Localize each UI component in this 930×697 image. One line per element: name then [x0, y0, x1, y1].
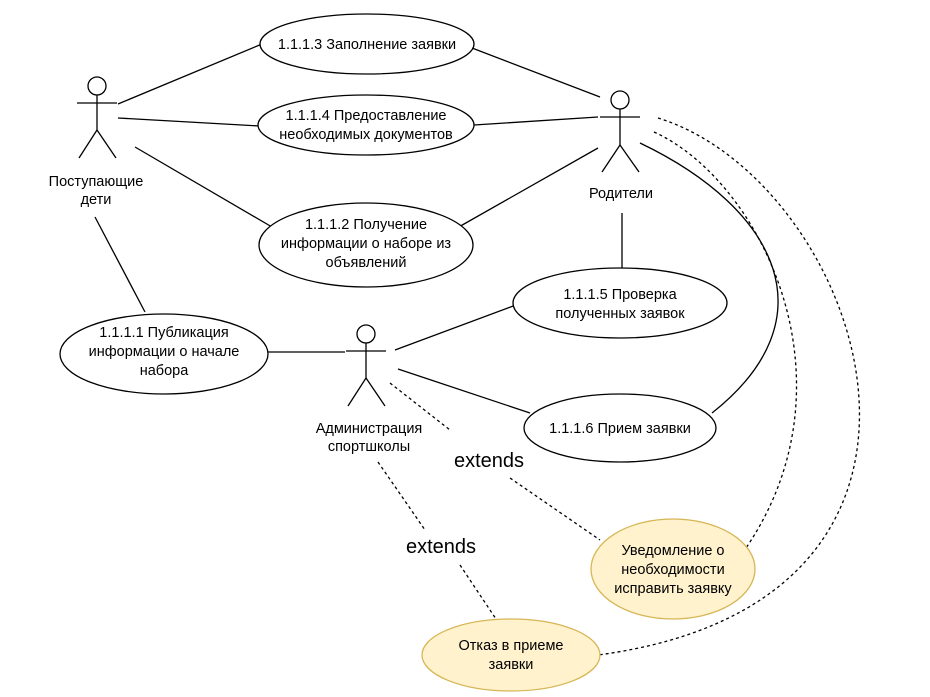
actor-left-leg — [78, 129, 98, 159]
use-case-ellipse — [59, 313, 269, 395]
actor-head — [610, 90, 630, 110]
use-case-label-1: Отказ в приеме — [458, 638, 563, 654]
use-case-label: 1.1.1.3 Заполнение заявки — [278, 37, 456, 53]
extend-admin-reject-2 — [459, 564, 499, 623]
extend-relations — [377, 117, 861, 656]
assoc-applicants-uc1113 — [117, 43, 263, 105]
assoc-parents-uc1114 — [473, 116, 599, 126]
use-case-label: 1.1.1.6 Прием заявки — [549, 421, 691, 437]
extends-label-notify: extends — [454, 450, 524, 472]
use-case-1-1-1-4[interactable]: 1.1.1.4 Предоставление необходимых докум… — [257, 94, 475, 156]
assoc-parents-uc1116 — [639, 142, 779, 414]
assoc-applicants-uc1114 — [117, 117, 261, 127]
use-case-1-1-1-2[interactable]: 1.1.1.2 Получение информации о наборе из… — [258, 202, 474, 288]
use-case-reject-application[interactable]: Отказ в приеме заявки — [421, 618, 601, 692]
assoc-applicants-uc1111 — [94, 216, 146, 313]
actor-administration-label-1: Администрация — [316, 421, 423, 437]
assoc-parents-uc1112 — [456, 147, 599, 229]
dashed-parents-reject — [597, 117, 861, 656]
dashed-parents-notify — [653, 131, 798, 549]
use-case-ellipse — [512, 267, 728, 339]
actor-administration-label-2: спортшколы — [328, 439, 410, 455]
use-case-1-1-1-6[interactable]: 1.1.1.6 Прием заявки — [523, 393, 717, 463]
actor-applicants-label-1: Поступающие — [49, 174, 144, 190]
use-case-label-2: полученных заявок — [555, 306, 685, 322]
extend-admin-reject — [377, 461, 426, 531]
use-case-ellipse — [523, 393, 717, 463]
actor-parents[interactable]: Родители — [589, 90, 653, 202]
actor-head — [356, 324, 376, 344]
extends-label-reject: extends — [406, 536, 476, 558]
use-case-label-2: информации о наборе из — [281, 236, 452, 252]
use-case-notify-fix-application[interactable]: Уведомление о необходимости исправить за… — [590, 518, 756, 620]
use-case-ellipse — [590, 518, 756, 620]
actor-parents-label: Родители — [589, 186, 653, 202]
use-case-label-3: набора — [140, 363, 190, 379]
actor-administration[interactable]: Администрация спортшколы — [316, 324, 423, 455]
use-case-label-1: Уведомление о — [622, 543, 725, 559]
use-case-ellipse — [258, 202, 474, 288]
use-case-ellipse — [257, 94, 475, 156]
actor-right-leg — [96, 129, 117, 159]
actor-right-leg — [365, 377, 386, 407]
use-case-label-2: заявки — [489, 657, 534, 673]
actor-head — [87, 76, 107, 96]
use-case-label-2: необходимости — [621, 562, 724, 578]
use-case-label-3: исправить заявку — [614, 581, 732, 597]
use-case-label-3: объявлений — [326, 255, 407, 271]
assoc-admin-uc1115 — [394, 304, 517, 351]
use-case-1-1-1-5[interactable]: 1.1.1.5 Проверка полученных заявок — [512, 267, 728, 339]
actor-left-leg — [347, 377, 367, 407]
extend-admin-notify — [389, 382, 451, 431]
extend-admin-notify-2 — [509, 477, 601, 541]
use-case-1-1-1-3[interactable]: 1.1.1.3 Заполнение заявки — [259, 13, 475, 75]
use-case-ellipse — [421, 618, 601, 692]
use-case-label-1: 1.1.1.4 Предоставление — [286, 108, 447, 124]
use-case-label-1: 1.1.1.1 Публикация — [99, 325, 228, 341]
use-case-label-2: необходимых документов — [279, 127, 453, 143]
actor-applicants-label-2: дети — [81, 192, 112, 208]
use-case-ellipse — [259, 13, 475, 75]
associations — [94, 43, 779, 414]
use-case-label-1: 1.1.1.2 Получение — [305, 217, 427, 233]
actor-applicants[interactable]: Поступающие дети — [49, 76, 144, 208]
use-case-label-1: 1.1.1.5 Проверка — [563, 287, 677, 303]
use-case-1-1-1-1[interactable]: 1.1.1.1 Публикация информации о начале н… — [59, 313, 269, 395]
assoc-parents-uc1113 — [471, 47, 601, 98]
actor-right-leg — [619, 144, 640, 173]
use-case-label-2: информации о начале — [89, 344, 240, 360]
assoc-admin-uc1116 — [397, 368, 531, 414]
actor-left-leg — [601, 144, 621, 173]
assoc-applicants-uc1112 — [134, 146, 273, 228]
